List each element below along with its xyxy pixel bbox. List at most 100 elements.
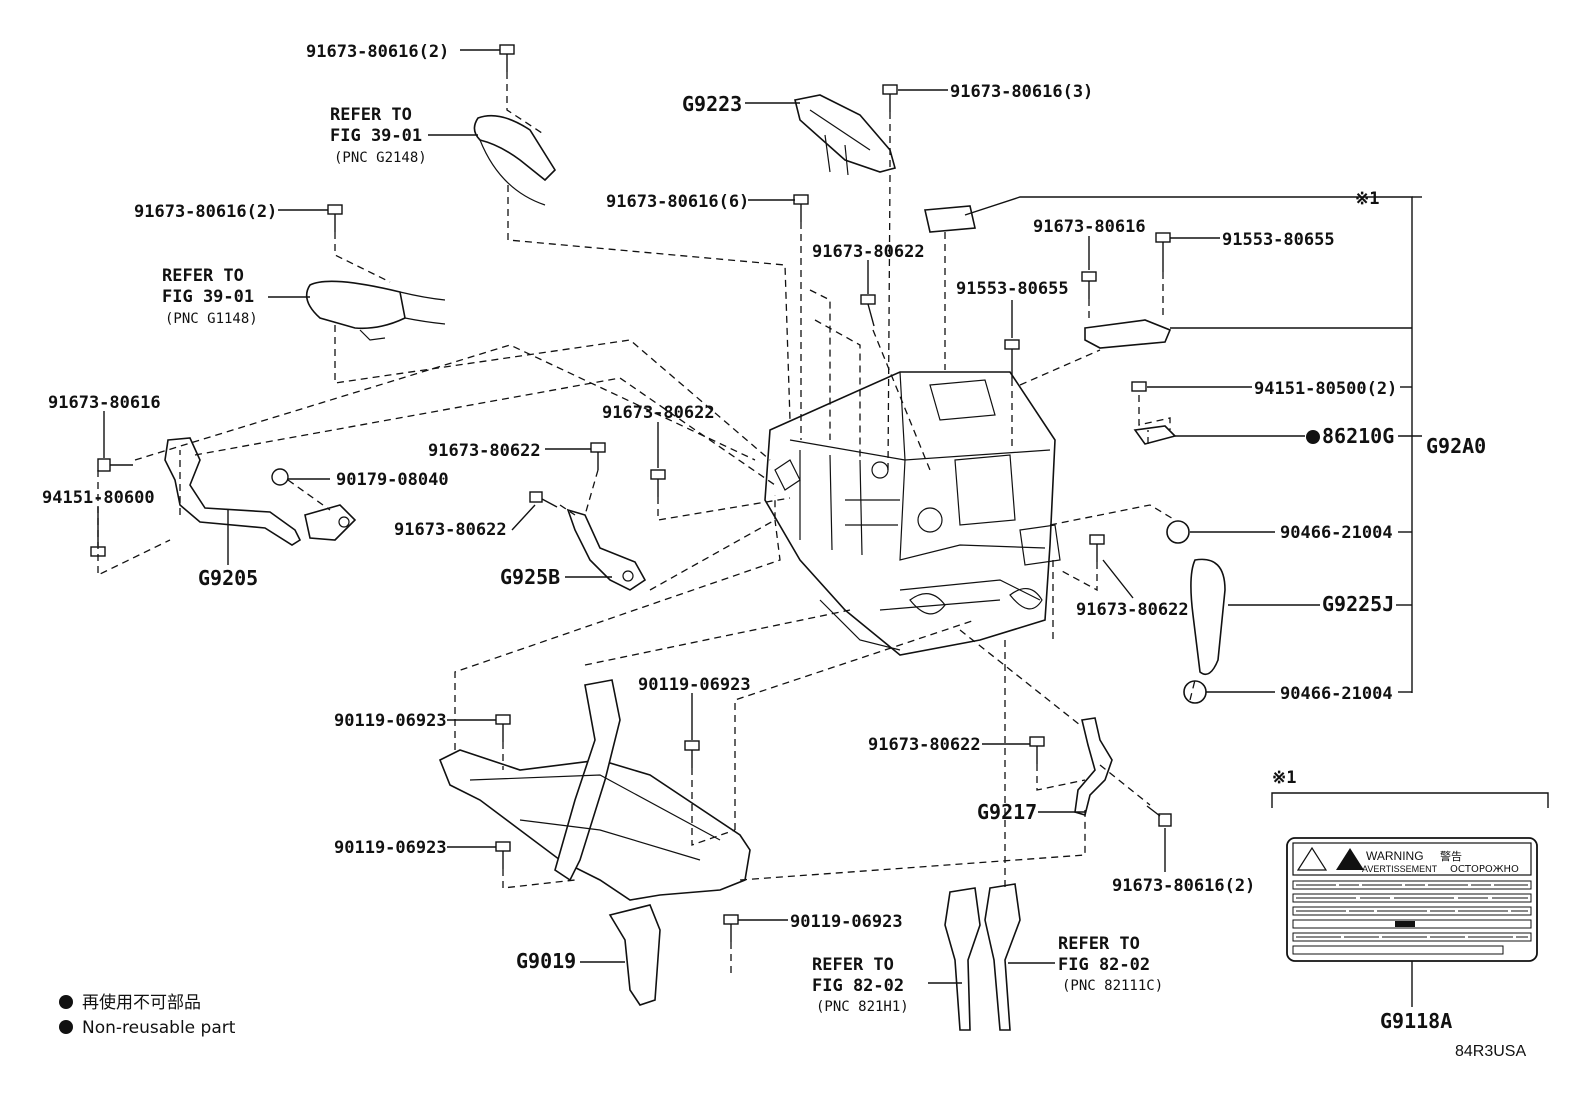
label-91673-80616-r: 91673-80616 <box>1033 217 1146 237</box>
label-91673-80616-2-bot: 91673-80616(2) <box>1112 876 1255 896</box>
bolt-icon <box>495 714 511 742</box>
label-90466-21004-a: 90466-21004 <box>1280 523 1393 543</box>
label-90119-06923-a: 90119-06923 <box>638 675 751 695</box>
label-94151-80500-2: 94151-80500(2) <box>1254 379 1397 399</box>
bolt-icon <box>1146 805 1172 827</box>
label-refer-821h1-3: (PNC 821H1) <box>816 999 909 1015</box>
label-refer-82111c-1: REFER TO <box>1058 934 1140 954</box>
part-g9223-bracket <box>794 94 896 176</box>
label-refer-821h1-1: REFER TO <box>812 955 894 975</box>
label-91673-80616-left: 91673-80616 <box>48 393 161 413</box>
label-refer-821h1-2: FIG 82-02 <box>812 976 904 996</box>
label-g9118a: G9118A <box>1380 1009 1452 1033</box>
part-harness-82 <box>944 883 1021 1031</box>
label-g9205: G9205 <box>198 566 258 590</box>
part-g9019-frame <box>438 679 751 1006</box>
label-g925b: G925B <box>500 565 560 589</box>
part-g92a0-bracket <box>1084 319 1172 349</box>
bolt-icon <box>529 491 558 508</box>
warning-text: WARNING <box>1366 849 1424 863</box>
part-g9225j-hose <box>1166 520 1226 704</box>
label-g92a0: G92A0 <box>1426 434 1486 458</box>
label-91553-80655-b: 91553-80655 <box>956 279 1069 299</box>
bolt-icon <box>271 468 289 486</box>
label-refer-g1148-2: FIG 39-01 <box>162 287 254 307</box>
part-number-labels: 91673-80616(2) REFER TO FIG 39-01 (PNC G… <box>42 42 1486 1015</box>
label-refer-g2148-2: FIG 39-01 <box>330 126 422 146</box>
diagram-id: 84R3USA <box>1455 1043 1526 1060</box>
bolt-icon <box>590 442 606 470</box>
avertissement-text: AVERTISSEMENT <box>1362 864 1438 874</box>
label-91673-80622-c: 91673-80622 <box>428 441 541 461</box>
label-90119-06923-d: 90119-06923 <box>790 912 903 932</box>
bolt-icon <box>97 458 133 472</box>
bolt-icon <box>1155 232 1171 272</box>
label-refer-g2148-3: (PNC G2148) <box>334 150 427 166</box>
label-refer-g1148-1: REFER TO <box>162 266 244 286</box>
label-91673-80616-6: 91673-80616(6) <box>606 192 749 212</box>
label-91673-80622-f: 91673-80622 <box>868 735 981 755</box>
bolt-icon <box>1029 736 1045 764</box>
label-91673-80622-e: 91673-80622 <box>1076 600 1189 620</box>
warning-jp-text: 警告 <box>1440 849 1462 863</box>
label-note-mark-top: ※1 <box>1355 189 1379 209</box>
label-g9223: G9223 <box>682 92 742 116</box>
label-refer-82111c-2: FIG 82-02 <box>1058 955 1150 975</box>
part-hose-g2148 <box>473 114 557 206</box>
bolt-icon <box>650 469 666 497</box>
bolt-icon <box>882 84 898 112</box>
label-note-mark-box: ※1 <box>1272 768 1296 788</box>
bolt-icon <box>1131 381 1147 392</box>
warning-label-inset: ※1 WARNING AVERTISSEMENT 警告 ОСТОРОЖНО G9… <box>1271 768 1549 1033</box>
bolt-icon <box>723 914 739 942</box>
label-91673-80622-a: 91673-80622 <box>812 242 925 262</box>
label-91673-80616-2-top: 91673-80616(2) <box>306 42 449 62</box>
bolt-icon <box>793 194 809 222</box>
bolt-icon <box>499 44 515 72</box>
label-91673-80616-3: 91673-80616(3) <box>950 82 1093 102</box>
part-hose-g1148 <box>305 280 446 341</box>
inverter-assembly <box>764 371 1061 656</box>
bolt-icon <box>684 740 700 768</box>
label-91673-80616-2-mid: 91673-80616(2) <box>134 202 277 222</box>
label-90466-21004-b: 90466-21004 <box>1280 684 1393 704</box>
part-label-sticker <box>924 205 976 233</box>
label-g9019: G9019 <box>516 949 576 973</box>
label-90179-08040: 90179-08040 <box>336 470 449 490</box>
label-94151-80600: 94151-80600 <box>42 488 155 508</box>
bolt-icon <box>495 841 511 869</box>
part-g9217-bracket <box>1074 717 1113 817</box>
part-86210g-clip <box>1133 425 1177 445</box>
label-86210g: 86210G <box>1322 424 1394 448</box>
leader-lines <box>97 49 1422 984</box>
part-g925b-bracket <box>566 508 647 591</box>
legend-en-text: Non-reusable part <box>82 1018 236 1038</box>
label-g9217: G9217 <box>977 800 1037 824</box>
part-g9205-cable <box>164 437 357 546</box>
label-90119-06923-c: 90119-06923 <box>334 838 447 858</box>
non-reusable-dot-icon <box>59 1020 73 1034</box>
bolt-icons <box>90 44 1172 942</box>
label-90119-06923-b: 90119-06923 <box>334 711 447 731</box>
label-refer-82111c-3: (PNC 82111C) <box>1062 978 1163 994</box>
legend-jp-text: 再使用不可部品 <box>82 992 201 1013</box>
warning-triangle-icon <box>1336 848 1364 870</box>
non-reusable-dot-icon <box>1306 430 1320 444</box>
label-refer-g2148-1: REFER TO <box>330 105 412 125</box>
legend: 再使用不可部品 Non-reusable part <box>59 992 236 1038</box>
label-refer-g1148-3: (PNC G1148) <box>165 311 258 327</box>
assembly-dashed-lines <box>97 72 1196 975</box>
label-91673-80622-b: 91673-80622 <box>602 403 715 423</box>
non-reusable-dot-icon <box>59 995 73 1009</box>
bolt-icon <box>1089 534 1105 562</box>
bolt-icon <box>1004 339 1020 379</box>
label-91553-80655-a: 91553-80655 <box>1222 230 1335 250</box>
bolt-icon <box>327 204 343 232</box>
label-g9225j: G9225J <box>1322 592 1394 616</box>
bolt-icon <box>1081 271 1097 299</box>
bolt-icon <box>860 294 876 327</box>
high-voltage-icon <box>1296 846 1328 871</box>
warning-ru-text: ОСТОРОЖНО <box>1450 864 1519 875</box>
